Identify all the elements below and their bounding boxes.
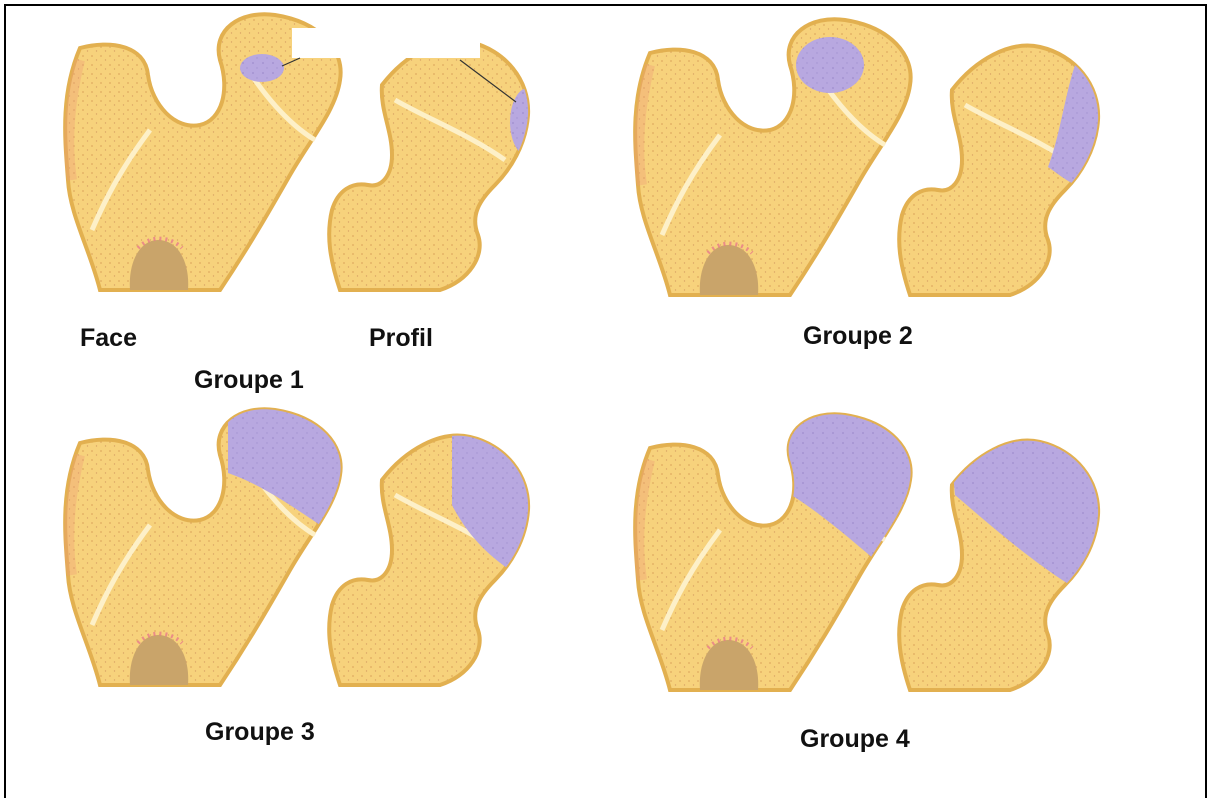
necrosis-area xyxy=(240,54,284,82)
groupe-3-illustration xyxy=(65,408,532,685)
face-view-label: Face xyxy=(80,324,137,353)
femur-profil-view xyxy=(329,41,528,290)
necrosis-area xyxy=(796,37,864,93)
groupe-4-label: Groupe 4 xyxy=(800,725,910,754)
groupe-1-label: Groupe 1 xyxy=(194,366,304,395)
femur-face-view xyxy=(635,19,910,295)
whiteout-patch xyxy=(292,28,480,58)
groupe-4-illustration xyxy=(635,412,1103,690)
profil-view-label: Profil xyxy=(369,324,433,353)
groupe-2-illustration xyxy=(635,19,1105,295)
groupe-1-illustration xyxy=(65,14,546,290)
groupe-2-label: Groupe 2 xyxy=(803,322,913,351)
groupe-3-label: Groupe 3 xyxy=(205,718,315,747)
